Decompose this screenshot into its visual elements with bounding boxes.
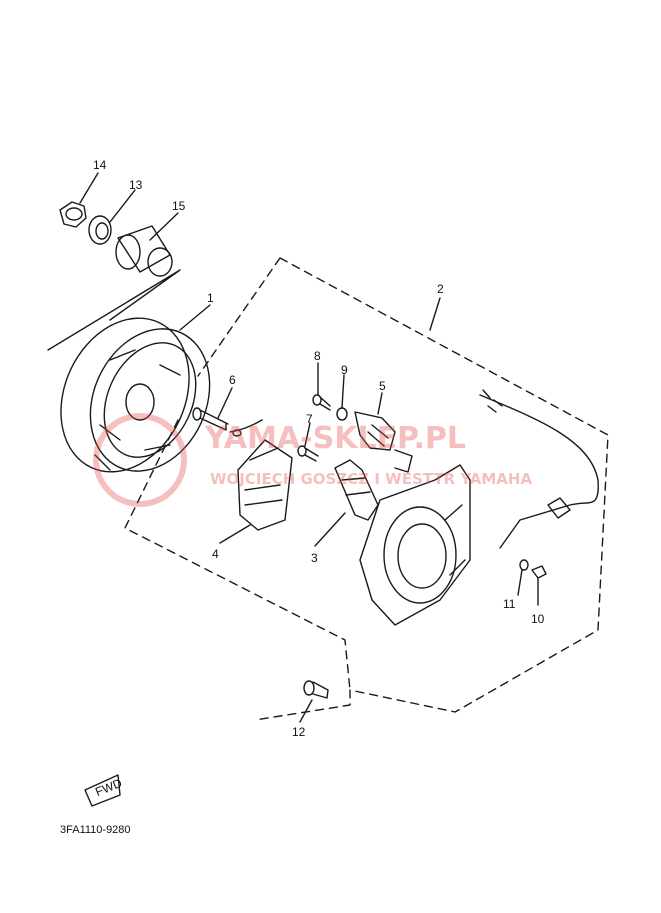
callout-6: 6 [229, 373, 236, 387]
wire-connectors [482, 389, 503, 413]
washer-11-part [519, 559, 529, 571]
callout-14: 14 [93, 158, 107, 172]
watermark-subtitle: WOJCIECH GOSZCZ I WESTTR YAMAHA [210, 470, 532, 488]
stator-assembly-outline [124, 257, 609, 721]
clip-wire [229, 419, 263, 433]
screw-12-part [303, 680, 329, 699]
screw-10-part [531, 565, 547, 579]
callout-4: 4 [212, 547, 219, 561]
callout-8: 8 [314, 349, 321, 363]
stator-plate-part [359, 464, 471, 626]
screw-7-part [297, 445, 319, 462]
grommet-part [547, 497, 571, 519]
callout-5: 5 [379, 379, 386, 393]
callout-9: 9 [341, 363, 348, 377]
fwd-arrow [84, 774, 121, 807]
coil-part [237, 439, 293, 531]
lighting-coil-part [334, 459, 379, 521]
leader-14-13-15 [47, 269, 181, 351]
callout-11: 11 [503, 597, 516, 611]
callout-3: 3 [311, 551, 318, 565]
wire-harness [479, 394, 599, 549]
screw-8-part [312, 394, 331, 411]
washer-part [88, 215, 112, 245]
sleeve-part [115, 225, 173, 277]
watermark-title: YAMA-SKLEP.PL [204, 421, 466, 456]
callout-2: 2 [437, 282, 444, 296]
callout-1: 1 [207, 291, 214, 305]
flywheel-part [60, 317, 211, 473]
pickup-part [354, 411, 413, 473]
callout-15: 15 [172, 199, 186, 213]
watermark: YAMA-SKLEP.PL WOJCIECH GOSZCZ I WESTTR Y… [93, 413, 532, 507]
leader-lines [79, 172, 539, 723]
callout-7: 7 [306, 412, 313, 426]
screw-6-part [192, 407, 229, 431]
callout-10: 10 [531, 612, 545, 626]
washer-9-part [336, 407, 348, 421]
nut-part [59, 201, 87, 228]
diagram-code: 3FA1110-9280 [60, 824, 131, 836]
callout-12: 12 [292, 725, 306, 739]
callout-13: 13 [129, 178, 143, 192]
clip-ring [232, 429, 242, 437]
